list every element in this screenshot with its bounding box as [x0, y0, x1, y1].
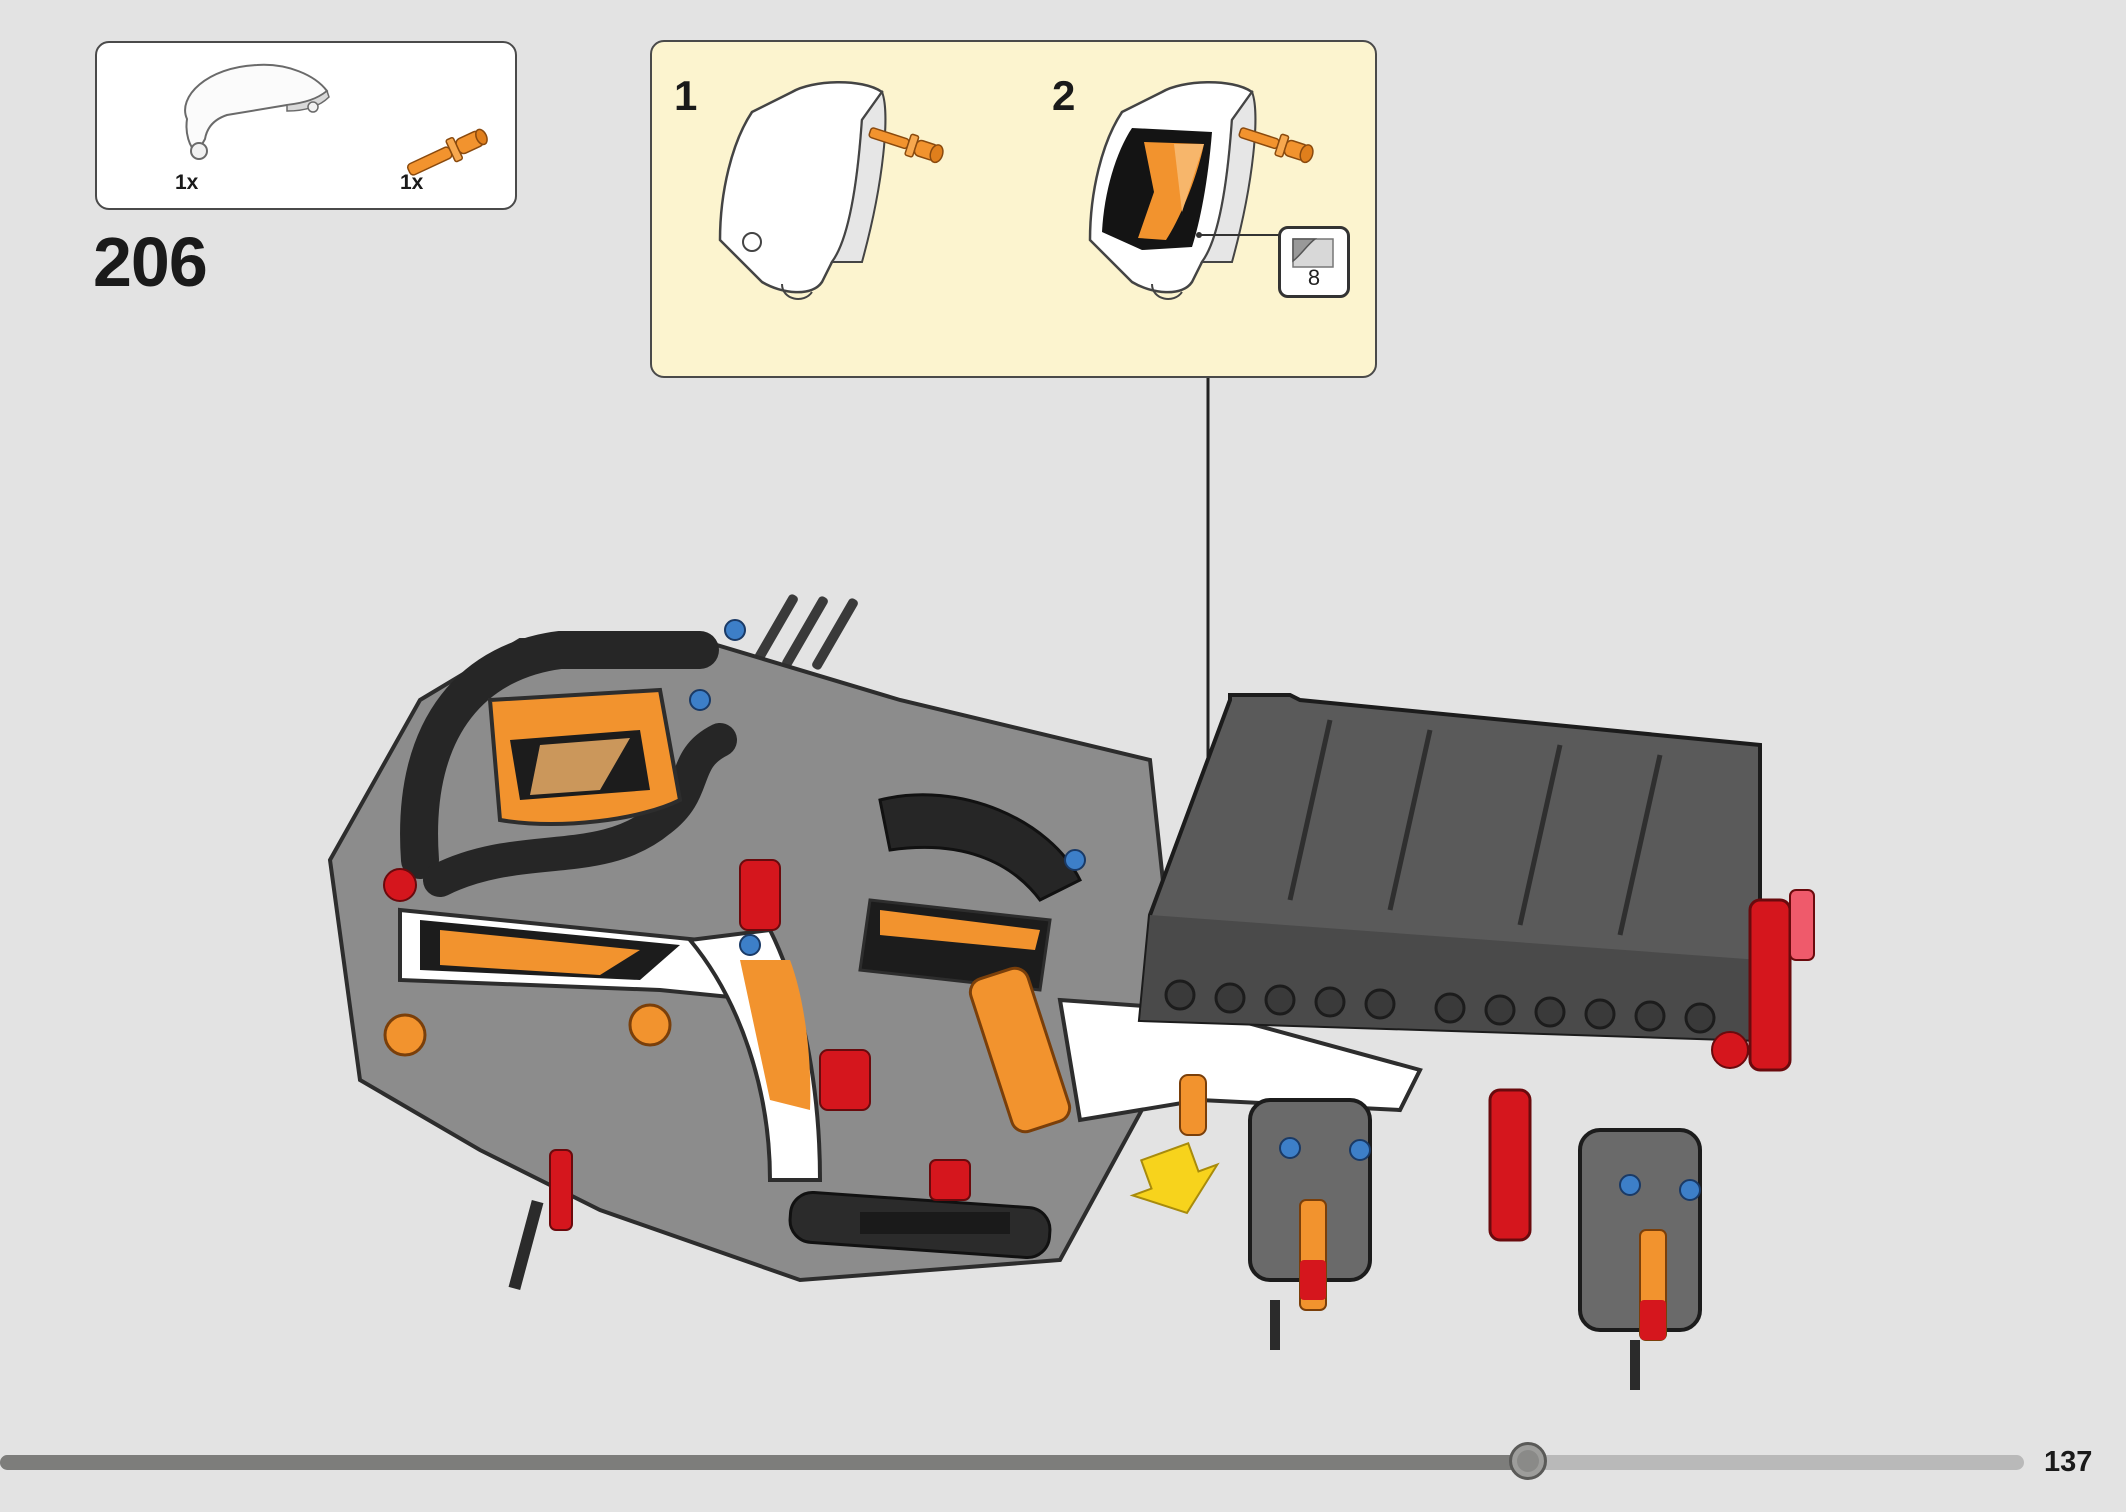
- antenna-rods: [752, 594, 858, 670]
- orange-pin: [1179, 1074, 1207, 1136]
- progress-fill: [0, 1455, 1529, 1470]
- front-axle: [508, 1149, 573, 1291]
- blue-pins: [689, 619, 1701, 1201]
- progress-marker: [1509, 1442, 1548, 1480]
- seat-frame: [878, 793, 1083, 902]
- sub-step-number: 2: [1052, 72, 1076, 119]
- stickered-panel-illustration: [1088, 81, 1314, 300]
- placement-arrow: [1129, 1141, 1220, 1215]
- part-quantity: 1x: [400, 171, 424, 194]
- red-connectors: [383, 859, 1815, 1201]
- battery-box-holes: [1164, 979, 1716, 1034]
- parts-list-box: 1x 1x: [95, 41, 517, 210]
- sub-step-number: 1: [674, 72, 698, 119]
- white-curved-panel-icon: [184, 63, 330, 160]
- orange-beam: [968, 966, 1072, 1134]
- orange-hub: [383, 1013, 427, 1057]
- roll-bar-tube: [423, 723, 737, 897]
- progress-bar: [0, 1455, 2024, 1470]
- step-number: 206: [93, 223, 208, 301]
- orange-axle-pin-icon: [406, 128, 488, 176]
- white-panel-illustration: [718, 81, 944, 300]
- battery-box-ridges: [1287, 719, 1663, 936]
- orange-hub: [628, 1003, 672, 1047]
- page-number: 137: [2044, 1446, 2093, 1478]
- sticker-reference: 8: [1278, 226, 1350, 298]
- roll-bar-tube: [400, 631, 719, 879]
- sticker-peel-icon: [1292, 238, 1334, 268]
- sticker-number: 8: [1307, 265, 1321, 290]
- part-quantity: 1x: [175, 171, 199, 194]
- subassembly-callout: 1 2: [650, 40, 1377, 378]
